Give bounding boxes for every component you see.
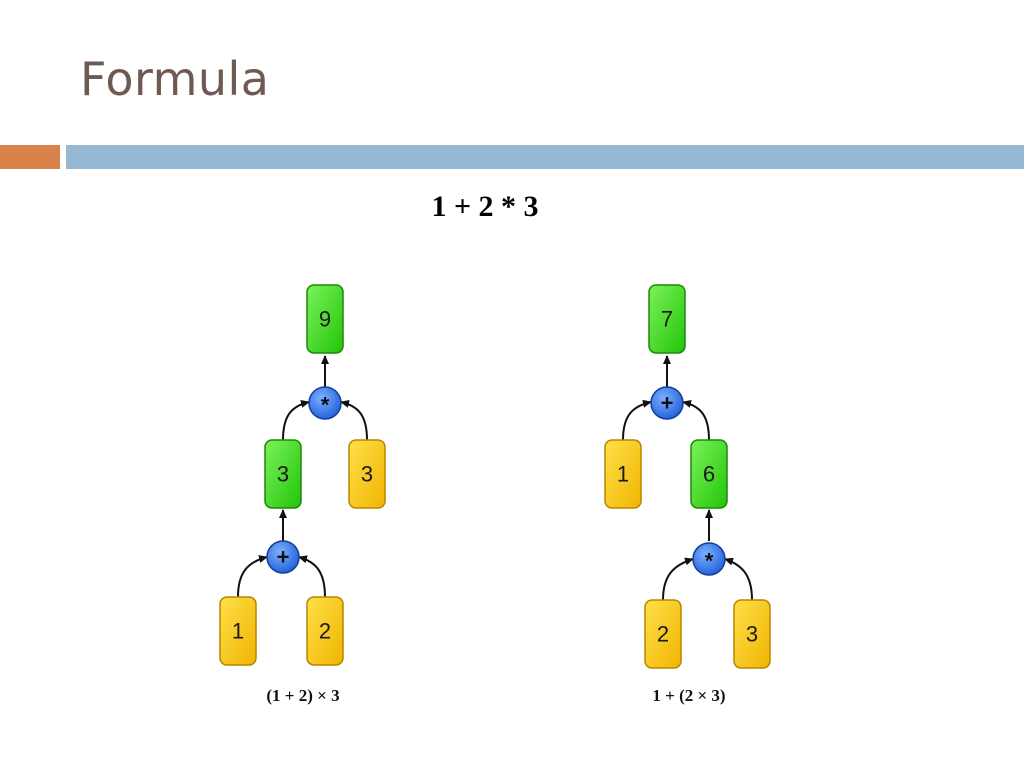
side-operand-label: 3 xyxy=(361,462,373,487)
result-label: 7 xyxy=(661,307,673,332)
edge-side-to-root xyxy=(622,399,652,441)
intermediate-label: 6 xyxy=(703,462,715,487)
inner-operator-label: * xyxy=(705,549,714,574)
intermediate-node: 3 xyxy=(264,439,302,509)
tree-caption: (1 + 2) × 3 xyxy=(266,686,339,705)
expression-text: 1 + 2 * 3 xyxy=(431,190,539,223)
inner-right-node: 3 xyxy=(733,599,771,669)
side-operand-node: 3 xyxy=(348,439,386,509)
edge-intermediate-to-root xyxy=(682,399,710,441)
inner-right-label: 2 xyxy=(319,619,331,644)
inner-right-label: 3 xyxy=(746,622,758,647)
intermediate-label: 3 xyxy=(277,462,289,487)
accent-bar-orange xyxy=(0,145,60,169)
edge-intermediate-to-root xyxy=(282,399,310,441)
result-label: 9 xyxy=(319,307,331,332)
root-operator-node: * xyxy=(308,386,342,420)
accent-bar-blue xyxy=(66,145,1024,169)
root-operator-node: + xyxy=(650,386,684,420)
inner-left-label: 2 xyxy=(657,622,669,647)
inner-left-node: 1 xyxy=(219,596,257,666)
inner-left-label: 1 xyxy=(232,619,244,644)
edge-rightleaf-to-inner xyxy=(724,557,753,601)
root-operator-label: + xyxy=(661,391,674,416)
intermediate-node: 6 xyxy=(690,439,728,509)
inner-operator-node: * xyxy=(692,542,726,576)
inner-left-node: 2 xyxy=(644,599,682,669)
result-node: 7 xyxy=(648,284,686,354)
inner-operator-node: + xyxy=(266,540,300,574)
root-operator-label: * xyxy=(321,393,330,418)
tree-left: 9 * 3 3 + 1 2 (1 + 2) × 3 xyxy=(219,284,386,705)
result-node: 9 xyxy=(306,284,344,354)
edge-rightleaf-to-inner xyxy=(298,555,326,598)
tree-caption: 1 + (2 × 3) xyxy=(652,686,725,705)
inner-right-node: 2 xyxy=(306,596,344,666)
side-operand-node: 1 xyxy=(604,439,642,509)
edge-leftleaf-to-inner xyxy=(237,555,268,598)
tree-right: 7 + 1 6 * 2 3 1 + (2 × 3) xyxy=(604,284,771,705)
edge-leftleaf-to-inner xyxy=(662,557,694,601)
inner-operator-label: + xyxy=(277,545,290,570)
slide-title: Formula xyxy=(80,52,270,106)
expression-heading: 1 + 2 * 3 xyxy=(0,190,1024,224)
edge-side-to-root xyxy=(340,399,368,441)
side-operand-label: 1 xyxy=(617,462,629,487)
